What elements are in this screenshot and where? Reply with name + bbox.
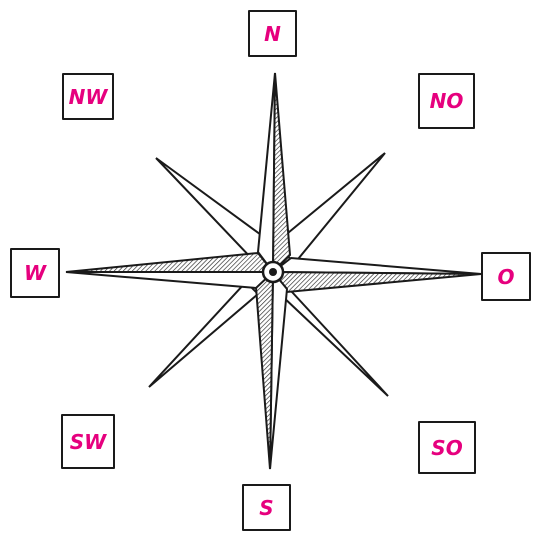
direction-label-w: W	[10, 248, 60, 298]
direction-label-s: S	[242, 484, 291, 531]
point-w-dark	[66, 253, 273, 272]
direction-label-so: SO	[418, 421, 476, 474]
point-e-dark	[273, 272, 481, 292]
direction-label-nw: NW	[62, 73, 114, 120]
point-nw	[156, 158, 268, 262]
point-ne	[277, 153, 385, 264]
center-hub	[263, 262, 283, 282]
point-n-dark	[273, 73, 290, 272]
direction-label-no: NO	[418, 73, 475, 129]
direction-label-n: N	[248, 10, 297, 57]
direction-label-sw: SW	[61, 414, 115, 469]
point-w-light	[66, 272, 273, 288]
point-s-dark	[256, 272, 273, 469]
point-sw	[149, 282, 258, 387]
direction-label-o: O	[481, 252, 531, 301]
